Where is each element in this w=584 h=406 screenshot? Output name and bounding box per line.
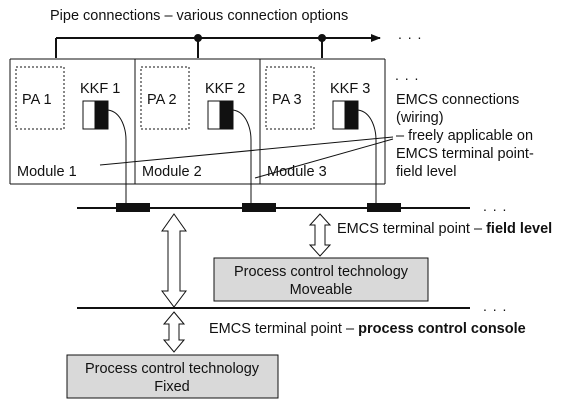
field-level-bus — [77, 203, 470, 212]
module-2-kkf-label: KKF 2 — [205, 81, 245, 97]
module-1-name: Module 1 — [17, 164, 77, 180]
field-level-label: EMCS terminal point – field level — [337, 221, 552, 237]
double-arrows — [161, 213, 332, 353]
module-1-kkf-label: KKF 1 — [80, 81, 120, 97]
fixed-box-line-1: Process control technology — [85, 361, 260, 377]
pipe-connection-lines — [55, 34, 381, 58]
pipe-ellipsis: . . . — [398, 26, 422, 42]
module-frame — [9, 58, 386, 185]
field-bus-ellipsis: . . . — [483, 198, 507, 214]
pipe-connections-label: Pipe connections – various connection op… — [50, 8, 348, 24]
emcs-wiring — [99, 109, 394, 203]
emcs-note-line-4: EMCS terminal point- — [396, 146, 534, 162]
console-bus-ellipsis: . . . — [483, 298, 507, 314]
fixed-box-line-2: Fixed — [154, 379, 189, 395]
module-ellipsis: . . . — [395, 67, 419, 83]
console-level-label: EMCS terminal point – process control co… — [209, 321, 526, 337]
double-arrow-console — [162, 311, 186, 353]
kkf-terminal-boxes — [82, 100, 359, 130]
emcs-note-line-2: (wiring) — [396, 110, 444, 126]
emcs-note-line-1: EMCS connections — [396, 92, 519, 108]
module-1-pa-label: PA 1 — [22, 92, 52, 108]
emcs-note-line-5: field level — [396, 164, 456, 180]
moveable-box — [213, 257, 429, 302]
module-3-kkf-label: KKF 3 — [330, 81, 370, 97]
double-arrow-main — [161, 213, 187, 308]
module-3-name: Module 3 — [267, 164, 327, 180]
moveable-box-line-1: Process control technology — [234, 264, 409, 280]
emcs-note-line-3: – freely applicable on — [396, 128, 533, 144]
module-2-name: Module 2 — [142, 164, 202, 180]
double-arrow-field — [308, 213, 332, 257]
module-3-pa-label: PA 3 — [272, 92, 302, 108]
fixed-box — [66, 354, 279, 399]
moveable-box-line-2: Moveable — [290, 282, 353, 298]
module-2-pa-label: PA 2 — [147, 92, 177, 108]
